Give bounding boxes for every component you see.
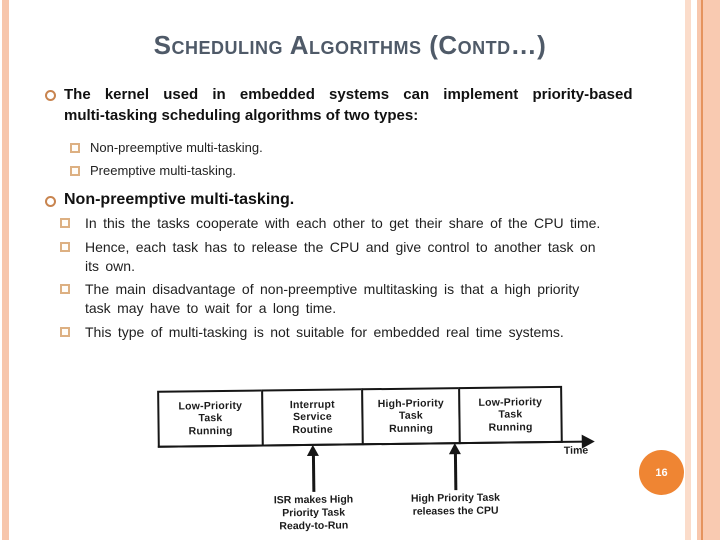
up-arrow-icon <box>453 453 456 490</box>
time-axis-label: Time <box>564 444 624 457</box>
annotation-releases-cpu: High Priority Task releases the CPU <box>380 491 530 519</box>
subitem-nonpreemptive: Non-preemptive multi-tasking. <box>90 139 263 156</box>
timeline-box-low-priority-1: Low-Priority Task Running <box>157 390 264 448</box>
subitem-release-cpu: Hence, each task has to release the CPU … <box>85 238 705 276</box>
up-arrow-icon <box>311 455 314 492</box>
slide-title: Scheduling Algorithms (Contd…) <box>0 30 700 61</box>
bullet-square-icon <box>60 327 70 337</box>
bullet-square-icon <box>70 143 80 153</box>
page-number-badge: 16 <box>639 450 684 495</box>
subitem-preemptive: Preemptive multi-tasking. <box>90 162 236 179</box>
timeline-box-row: Low-Priority Task Running Interrupt Serv… <box>157 386 563 448</box>
bullet-kernel-types-line2: multi-tasking scheduling algorithms of t… <box>64 105 694 126</box>
timeline-figure: Low-Priority Task Running Interrupt Serv… <box>151 379 623 543</box>
up-arrowhead-icon <box>307 445 319 456</box>
bullet-circle-icon <box>45 196 56 207</box>
right-accent-stripe-edge <box>703 0 720 540</box>
annotation-isr-ready: ISR makes High Priority Task Ready-to-Ru… <box>238 493 388 534</box>
timeline-box-high-priority: High-Priority Task Running <box>361 387 461 445</box>
subitem-not-suitable: This type of multi-tasking is not suitab… <box>85 323 705 342</box>
bullet-square-icon <box>60 242 70 252</box>
up-arrowhead-icon <box>449 443 461 454</box>
bullet-kernel-types: The kernel used in embedded systems can … <box>64 84 694 126</box>
bullet-square-icon <box>70 166 80 176</box>
bullet-square-icon <box>60 284 70 294</box>
subitem-disadvantage: The main disadvantage of non-preemptive … <box>85 280 705 318</box>
bullet-nonpreemptive-heading: Non-preemptive multi-tasking. <box>64 189 294 211</box>
left-accent-stripe <box>2 0 9 540</box>
timeline-box-isr: Interrupt Service Routine <box>261 388 364 446</box>
bullet-circle-icon <box>45 90 56 101</box>
timeline-box-low-priority-2: Low-Priority Task Running <box>458 386 563 444</box>
bullet-kernel-types-line1: The kernel used in embedded systems can … <box>64 84 694 105</box>
bullet-square-icon <box>60 218 70 228</box>
subitem-cooperate: In this the tasks cooperate with each ot… <box>85 214 705 233</box>
